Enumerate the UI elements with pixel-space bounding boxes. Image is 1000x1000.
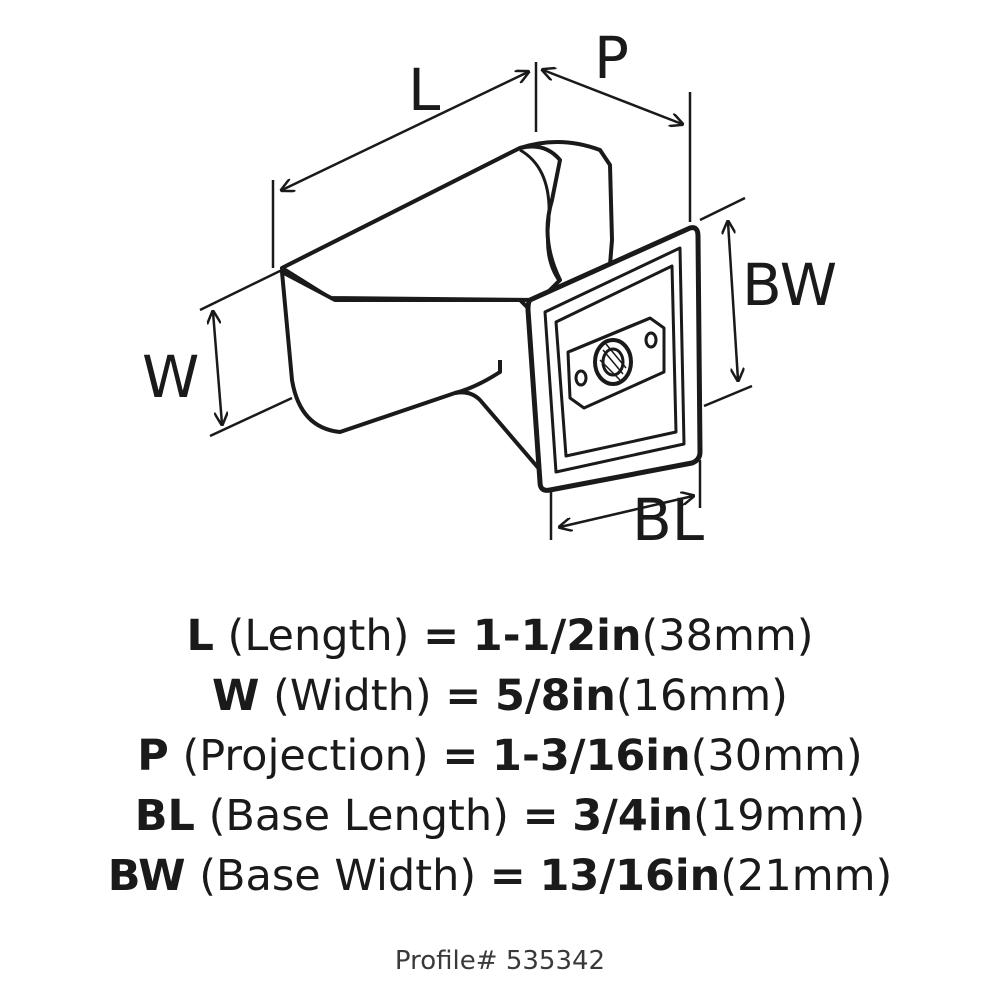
spec-name: (Base Width) [199, 851, 477, 901]
spec-equals: = [522, 791, 559, 841]
spec-name: (Base Length) [208, 791, 509, 841]
spec-metric-value: (38mm) [641, 611, 814, 661]
spec-imperial-value: 1-1/2in [472, 611, 642, 661]
spec-equals: = [489, 851, 526, 901]
spec-line-width: W (Width) = 5/8in(16mm) [0, 666, 1000, 726]
spec-metric-value: (19mm) [693, 791, 866, 841]
spec-metric-value: (30mm) [690, 731, 863, 781]
spec-code: BW [107, 851, 186, 901]
length-arrow [282, 72, 528, 190]
spec-name: (Length) [227, 611, 410, 661]
base-length-label: BL [632, 486, 704, 554]
spec-equals: = [445, 671, 482, 721]
spec-imperial-value: 5/8in [495, 671, 616, 721]
spec-code: BL [134, 791, 195, 841]
spec-line-projection: P (Projection) = 1-3/16in(30mm) [0, 726, 1000, 786]
spec-metric-value: (21mm) [720, 851, 893, 901]
threaded-insert [566, 316, 666, 410]
base-length-arrow [560, 496, 693, 527]
knob-dimension-diagram: L P W BW BL [142, 24, 837, 554]
spec-equals: = [423, 611, 460, 661]
spec-code: P [137, 731, 169, 781]
spec-name: (Width) [273, 671, 432, 721]
spec-imperial-value: 3/4in [572, 791, 694, 841]
knob-edges [329, 148, 562, 302]
spec-name: (Projection) [182, 731, 429, 781]
profile-number: Profile# 535342 [394, 946, 606, 976]
base-width-arrow [728, 222, 738, 380]
spec-imperial-value: 13/16in [539, 851, 721, 901]
width-label: W [142, 343, 199, 411]
projection-arrow [543, 70, 682, 124]
dimension-arrows [213, 70, 738, 527]
dimension-spec-list: L (Length) = 1-1/2in(38mm) W (Width) = 5… [0, 606, 1000, 906]
projection-label: P [594, 24, 629, 92]
spec-equals: = [442, 731, 479, 781]
width-arrow [213, 312, 222, 424]
base-width-label: BW [742, 251, 837, 319]
spec-metric-value: (16mm) [615, 671, 788, 721]
extension-lines [199, 62, 753, 540]
spec-line-base-length: BL (Base Length) = 3/4in(19mm) [0, 786, 1000, 846]
spec-code: L [186, 611, 214, 661]
spec-line-length: L (Length) = 1-1/2in(38mm) [0, 606, 1000, 666]
spec-line-base-width: BW (Base Width) = 13/16in(21mm) [0, 846, 1000, 906]
spec-code: W [212, 671, 260, 721]
length-label: L [408, 56, 440, 124]
spec-imperial-value: 1-3/16in [492, 731, 691, 781]
